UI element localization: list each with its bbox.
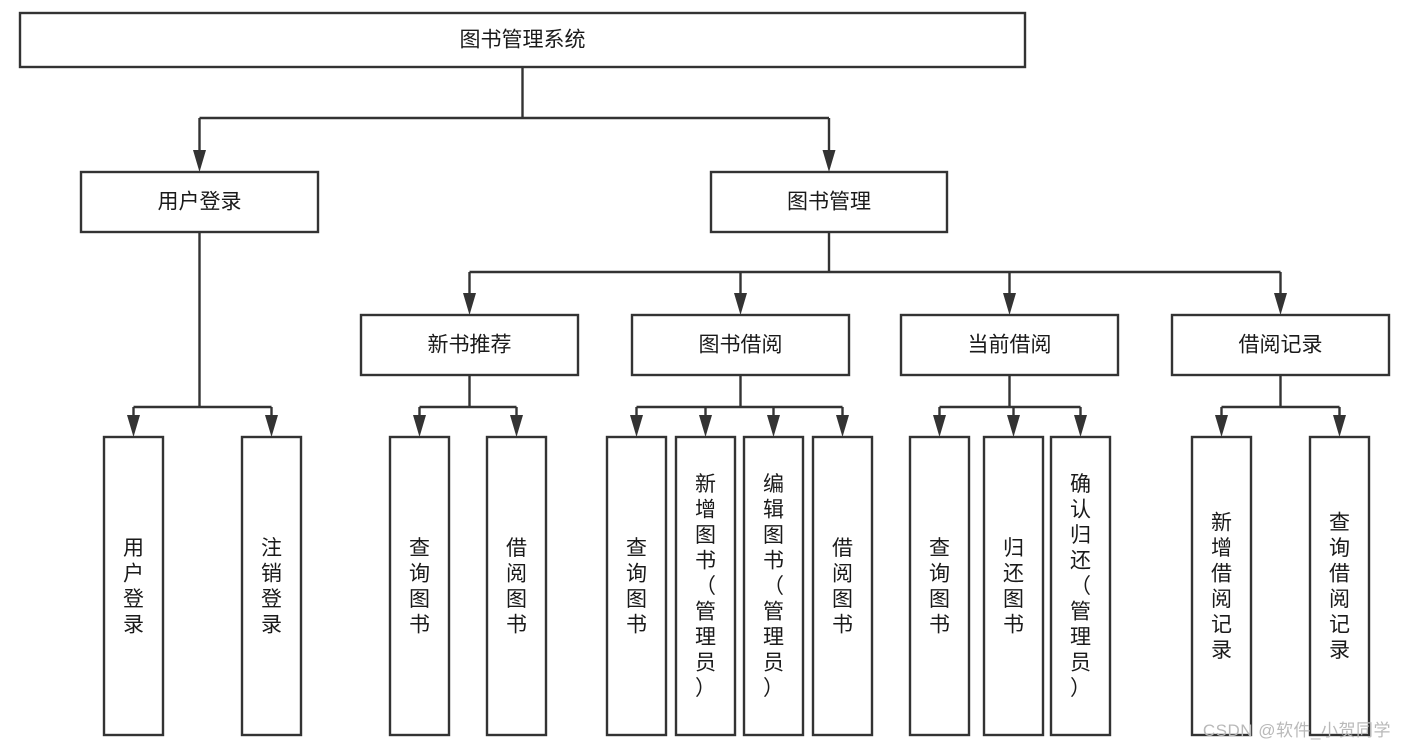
arrow-head-icon <box>1274 293 1287 315</box>
connector-group-current-borrow <box>933 375 1087 437</box>
node-label-leaf-user-login: 用户登录 <box>123 537 144 637</box>
node-label-leaf-query-book-2: 查询图书 <box>626 537 647 637</box>
node-box-book-borrow[interactable] <box>630 313 851 377</box>
node-box-leaf-user-login[interactable] <box>102 435 165 737</box>
node-leaf-confirm-return[interactable]: 确认归还（管理员） <box>1049 435 1112 737</box>
connector-layer <box>127 67 1346 437</box>
node-leaf-return-book[interactable]: 归还图书 <box>982 435 1045 737</box>
arrow-head-icon <box>265 415 278 437</box>
node-label-leaf-query-book-3: 查询图书 <box>929 537 950 637</box>
arrow-head-icon <box>193 150 206 172</box>
node-book-manage[interactable]: 图书管理 <box>709 170 949 234</box>
node-box-borrow-record[interactable] <box>1170 313 1391 377</box>
node-label-root: 图书管理系统 <box>460 29 586 52</box>
node-leaf-borrow-book-2[interactable]: 借阅图书 <box>811 435 874 737</box>
node-box-leaf-query-book-2[interactable] <box>605 435 668 737</box>
node-box-leaf-logout[interactable] <box>240 435 303 737</box>
node-label-book-borrow: 图书借阅 <box>699 334 783 357</box>
node-label-borrow-record: 借阅记录 <box>1239 334 1323 357</box>
node-label-current-borrow: 当前借阅 <box>968 334 1052 357</box>
arrow-head-icon <box>836 415 849 437</box>
node-label-leaf-logout: 注销登录 <box>261 537 282 637</box>
node-box-book-manage[interactable] <box>709 170 949 234</box>
arrow-head-icon <box>510 415 523 437</box>
node-box-leaf-borrow-book-2[interactable] <box>811 435 874 737</box>
node-label-leaf-add-book: 新增图书（管理员） <box>695 473 716 700</box>
node-label-leaf-edit-book: 编辑图书（管理员） <box>763 473 784 700</box>
node-label-user-login: 用户登录 <box>158 191 242 214</box>
node-box-user-login[interactable] <box>79 170 320 234</box>
node-user-login[interactable]: 用户登录 <box>79 170 320 234</box>
arrow-head-icon <box>734 293 747 315</box>
node-new-book-rec[interactable]: 新书推荐 <box>359 313 580 377</box>
connector-group-book-borrow <box>630 375 849 437</box>
node-leaf-add-record[interactable]: 新增借阅记录 <box>1190 435 1253 737</box>
arrow-head-icon <box>1215 415 1228 437</box>
node-leaf-add-book[interactable]: 新增图书（管理员） <box>674 435 737 737</box>
node-label-book-manage: 图书管理 <box>787 191 871 214</box>
node-label-leaf-query-book-1: 查询图书 <box>409 537 430 637</box>
node-leaf-edit-book[interactable]: 编辑图书（管理员） <box>742 435 805 737</box>
node-layer: 图书管理系统用户登录图书管理新书推荐图书借阅当前借阅借阅记录用户登录注销登录查询… <box>18 11 1391 737</box>
node-box-leaf-edit-book[interactable] <box>742 435 805 737</box>
node-leaf-user-login[interactable]: 用户登录 <box>102 435 165 737</box>
node-leaf-query-book-2[interactable]: 查询图书 <box>605 435 668 737</box>
arrow-head-icon <box>463 293 476 315</box>
node-label-leaf-confirm-return: 确认归还（管理员） <box>1070 473 1091 700</box>
node-leaf-logout[interactable]: 注销登录 <box>240 435 303 737</box>
connector-group-user-login <box>127 232 278 437</box>
csdn-watermark: CSDN @软件_小贺同学 <box>1202 721 1391 740</box>
arrow-head-icon <box>1003 293 1016 315</box>
connector-group-new-book-rec <box>413 375 523 437</box>
arrow-head-icon <box>822 150 836 172</box>
arrow-head-icon <box>767 415 780 437</box>
arrow-head-icon <box>933 415 946 437</box>
arrow-head-icon <box>699 415 712 437</box>
node-label-leaf-borrow-book-1: 借阅图书 <box>506 537 527 637</box>
node-box-leaf-query-book-3[interactable] <box>908 435 971 737</box>
node-box-leaf-add-book[interactable] <box>674 435 737 737</box>
arrow-head-icon <box>413 415 426 437</box>
arrow-head-icon <box>1074 415 1087 437</box>
node-box-leaf-return-book[interactable] <box>982 435 1045 737</box>
node-box-new-book-rec[interactable] <box>359 313 580 377</box>
node-box-leaf-query-record[interactable] <box>1308 435 1371 737</box>
node-label-new-book-rec: 新书推荐 <box>428 334 512 357</box>
node-current-borrow[interactable]: 当前借阅 <box>899 313 1120 377</box>
node-box-current-borrow[interactable] <box>899 313 1120 377</box>
arrow-head-icon <box>1333 415 1346 437</box>
node-book-borrow[interactable]: 图书借阅 <box>630 313 851 377</box>
node-root[interactable]: 图书管理系统 <box>18 11 1027 69</box>
node-leaf-borrow-book-1[interactable]: 借阅图书 <box>485 435 548 737</box>
arrow-head-icon <box>1007 415 1020 437</box>
arrow-head-icon <box>127 415 140 437</box>
connector-group-book-manage <box>463 232 1287 315</box>
node-label-leaf-query-record: 查询借阅记录 <box>1329 511 1350 662</box>
node-box-leaf-add-record[interactable] <box>1190 435 1253 737</box>
node-box-leaf-confirm-return[interactable] <box>1049 435 1112 737</box>
node-leaf-query-book-3[interactable]: 查询图书 <box>908 435 971 737</box>
arrow-head-icon <box>630 415 643 437</box>
node-label-leaf-add-record: 新增借阅记录 <box>1211 511 1232 662</box>
node-borrow-record[interactable]: 借阅记录 <box>1170 313 1391 377</box>
node-box-root[interactable] <box>18 11 1027 69</box>
node-box-leaf-borrow-book-1[interactable] <box>485 435 548 737</box>
connector-group-root <box>193 67 836 172</box>
node-label-leaf-return-book: 归还图书 <box>1003 537 1024 637</box>
node-leaf-query-book-1[interactable]: 查询图书 <box>388 435 451 737</box>
node-label-leaf-borrow-book-2: 借阅图书 <box>832 537 853 637</box>
node-leaf-query-record[interactable]: 查询借阅记录 <box>1308 435 1371 737</box>
connector-group-borrow-record <box>1215 375 1346 437</box>
node-box-leaf-query-book-1[interactable] <box>388 435 451 737</box>
